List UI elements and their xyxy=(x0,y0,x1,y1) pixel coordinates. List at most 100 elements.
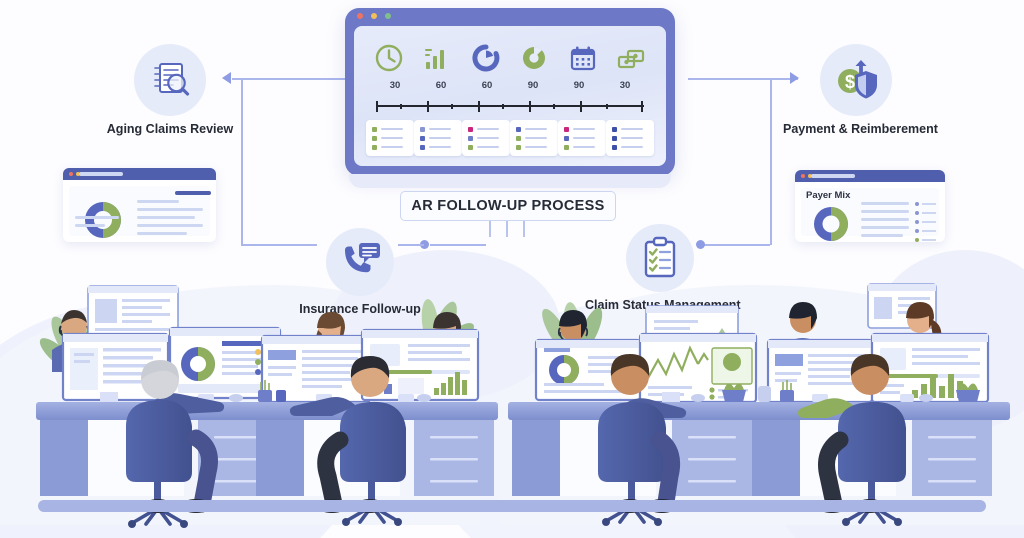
left-report-card[interactable] xyxy=(63,168,216,242)
dashboard-icon-row xyxy=(364,40,656,76)
card-url-bar xyxy=(79,172,123,176)
drawer-unit[interactable] xyxy=(912,420,992,496)
badge-leg-1 xyxy=(489,219,491,237)
desk-side-panel xyxy=(256,420,304,496)
card-url-bar xyxy=(811,174,855,178)
mini-card[interactable] xyxy=(366,120,414,156)
connector-dashboard-to-aging xyxy=(232,78,350,80)
badge-leg-3 xyxy=(523,219,525,237)
node-aging-claims-review[interactable]: Aging Claims Review xyxy=(100,44,240,136)
money-cards-icon[interactable] xyxy=(614,41,648,75)
insurance-icon-bg xyxy=(326,228,394,296)
monitor-right[interactable] xyxy=(168,326,282,400)
mouse[interactable] xyxy=(229,394,243,402)
card-body: Payer Mix xyxy=(801,188,939,242)
clipboard-check-icon xyxy=(640,236,680,280)
dollar-shield-icon: $ xyxy=(830,56,882,104)
connector-dashboard-to-payment xyxy=(688,78,798,80)
pie-chart-icon[interactable] xyxy=(517,41,551,75)
window-close-dot[interactable] xyxy=(357,13,363,19)
dashboard-screen: 30 60 60 90 90 30 Λ0 Λ0 xyxy=(354,26,666,166)
calendar-icon[interactable] xyxy=(566,41,600,75)
desk-object xyxy=(398,394,414,402)
phone-chat-icon xyxy=(338,241,382,283)
connector-dot-center xyxy=(420,240,429,249)
timeline-axis xyxy=(376,100,644,112)
node-payment-reimbursement[interactable]: $ Payment & Reimberement xyxy=(783,44,938,136)
desk-side-panel xyxy=(40,420,88,496)
workstation-1 xyxy=(36,285,282,528)
workstation-3 xyxy=(508,302,767,526)
claim-status-icon-bg xyxy=(626,224,694,292)
badge-leg-2 xyxy=(506,219,508,237)
payer-mix-card[interactable]: Payer Mix xyxy=(795,170,945,242)
connector-right-to-claim-status xyxy=(700,244,770,246)
office-chair xyxy=(126,399,192,482)
timeline-top-label: 90 xyxy=(573,80,585,91)
connector-left-vertical xyxy=(241,79,243,245)
timeline-top-label: 90 xyxy=(527,80,539,91)
card-titlebar xyxy=(63,168,216,180)
mouse[interactable] xyxy=(691,394,705,402)
drawer-unit[interactable] xyxy=(414,420,494,496)
bar-chart-icon[interactable] xyxy=(420,41,454,75)
timeline-top-label: 60 xyxy=(435,80,447,91)
connector-left-to-insurance xyxy=(241,244,317,246)
arrow-to-payment xyxy=(790,72,799,84)
mini-card[interactable] xyxy=(558,120,606,156)
desk-object xyxy=(900,394,914,402)
pen-cup xyxy=(780,380,794,402)
node-insurance-follow-up[interactable]: Insurance Follow-up xyxy=(290,228,430,316)
bottle xyxy=(762,386,771,402)
mouse[interactable] xyxy=(417,394,431,402)
donut-chart-icon xyxy=(814,207,848,241)
potted-plant xyxy=(956,383,980,402)
dashboard-base-shadow xyxy=(349,174,671,188)
office-scene xyxy=(36,283,1010,528)
mouse[interactable] xyxy=(919,394,933,402)
pen-cup xyxy=(258,380,286,402)
mini-card[interactable] xyxy=(462,120,510,156)
drawer-unit[interactable] xyxy=(672,420,752,496)
arrow-to-aging-claims xyxy=(222,72,231,84)
monitor-left[interactable] xyxy=(766,338,874,404)
process-title-badge: AR FOLLOW-UP PROCESS xyxy=(400,191,616,221)
office-chair xyxy=(598,401,666,482)
process-title: AR FOLLOW-UP PROCESS xyxy=(411,198,605,214)
timeline-top-label: 60 xyxy=(481,80,493,91)
dashboard-window[interactable]: 30 60 60 90 90 30 Λ0 Λ0 xyxy=(345,8,675,188)
monitor-right[interactable] xyxy=(870,332,990,404)
aging-claims-icon-bg xyxy=(134,44,206,116)
dashboard-mini-cards xyxy=(366,120,654,156)
timeline-top-labels: 30 60 60 90 90 30 xyxy=(372,80,648,91)
desk-object xyxy=(100,392,118,402)
mini-card[interactable] xyxy=(510,120,558,156)
connector-right-vertical xyxy=(770,79,772,245)
window-maximize-dot[interactable] xyxy=(385,13,391,19)
background-monitor[interactable] xyxy=(87,285,179,339)
node-label: Aging Claims Review xyxy=(106,122,234,136)
window-minimize-dot[interactable] xyxy=(371,13,377,19)
office-chair xyxy=(340,401,406,482)
clock-icon[interactable] xyxy=(372,41,406,75)
timeline-top-label: 30 xyxy=(619,80,631,91)
dashboard-titlebar xyxy=(345,8,675,24)
workstation-2 xyxy=(252,299,498,526)
monitor-left[interactable] xyxy=(260,334,372,404)
timeline-top-label: 30 xyxy=(389,80,401,91)
connector-insurance-right xyxy=(398,244,424,246)
donut-chart-icon xyxy=(85,202,121,238)
mini-card[interactable] xyxy=(606,120,654,156)
floor-bar xyxy=(38,500,986,512)
workstation-4 xyxy=(748,283,1010,526)
svg-text:$: $ xyxy=(844,72,854,92)
card-body xyxy=(69,186,211,238)
payment-icon-bg: $ xyxy=(819,44,892,116)
desk-side-panel xyxy=(512,420,560,496)
payer-mix-title: Payer Mix xyxy=(806,190,851,201)
potted-plant xyxy=(722,383,746,402)
mini-card[interactable] xyxy=(414,120,462,156)
card-titlebar xyxy=(795,170,945,182)
donut-progress-icon[interactable] xyxy=(469,41,503,75)
